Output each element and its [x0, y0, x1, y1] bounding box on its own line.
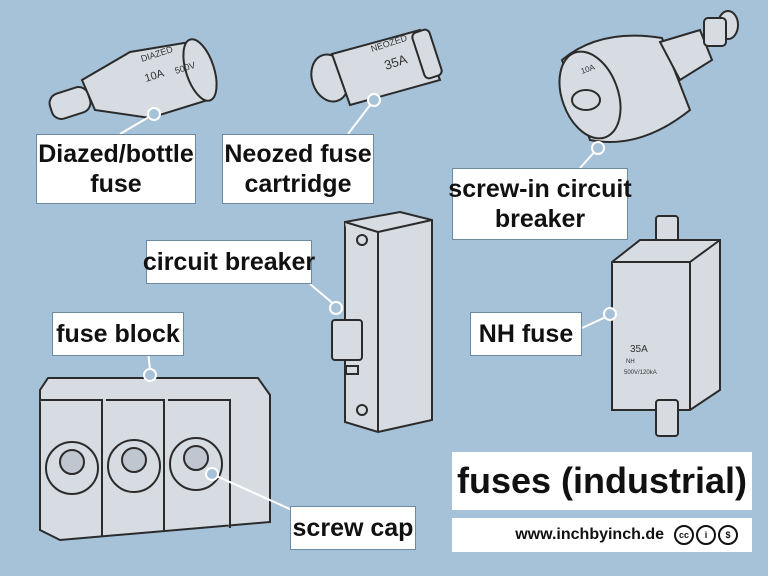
nh-fuse-pointer-dot	[603, 307, 617, 321]
circuit-breaker-pointer-dot	[329, 301, 343, 315]
label-screw-cap: screw cap	[290, 506, 416, 550]
label-diazed-fuse: Diazed/bottle fuse	[36, 134, 196, 204]
label-line: screw cap	[292, 514, 414, 542]
label-screw-in-circuit-breaker: screw-in circuit breaker	[448, 168, 632, 240]
label-line: fuse	[90, 170, 142, 198]
by-icon: i	[696, 525, 716, 545]
nh-marking-rating: 500V/120kA	[624, 370, 657, 376]
diazed-pointer-dot	[147, 107, 161, 121]
label-nh-fuse: NH fuse	[470, 312, 582, 356]
fuse-block-pointer-dot	[143, 368, 157, 382]
label-line: fuse block	[56, 320, 180, 348]
diazed-fuse-illustration: DIAZED 10A 500V	[48, 38, 218, 120]
label-line: Neozed fuse	[224, 140, 372, 168]
nh-fuse-illustration: 35A NH 500V/120kA	[611, 215, 721, 437]
license-badges: cc i $	[674, 525, 738, 545]
diazed-marking-amps: 10A	[143, 67, 166, 85]
footer-credit: www.inchbyinch.de cc i $	[452, 518, 752, 552]
screw-in-pointer-dot	[591, 141, 605, 155]
cc-icon: cc	[674, 525, 694, 545]
leader-lines	[119, 93, 617, 511]
neozed-marking-amps: 35A	[382, 51, 409, 73]
label-line: breaker	[494, 205, 586, 233]
fuse-block-illustration	[39, 377, 271, 542]
label-line: screw-in circuit	[448, 175, 632, 203]
screw-cap-pointer-dot	[205, 467, 219, 481]
screw-in-breaker-illustration: 10A	[558, 10, 739, 143]
circuit-breaker-illustration	[331, 210, 433, 434]
nh-marking-type: NH	[626, 359, 635, 365]
nh-marking-amps: 35A	[630, 344, 648, 355]
label-circuit-breaker: circuit breaker	[142, 240, 316, 284]
website-link[interactable]: www.inchbyinch.de	[515, 526, 664, 543]
label-line: NH fuse	[478, 320, 574, 348]
nc-icon: $	[718, 525, 738, 545]
label-line: Diazed/bottle	[38, 140, 194, 168]
label-fuse-block: fuse block	[52, 312, 184, 356]
page-title: fuses (industrial)	[452, 452, 752, 510]
neozed-pointer-dot	[367, 93, 381, 107]
label-line: cartridge	[244, 170, 352, 198]
label-line: circuit breaker	[142, 248, 316, 276]
label-neozed-cartridge: Neozed fuse cartridge	[222, 134, 374, 204]
